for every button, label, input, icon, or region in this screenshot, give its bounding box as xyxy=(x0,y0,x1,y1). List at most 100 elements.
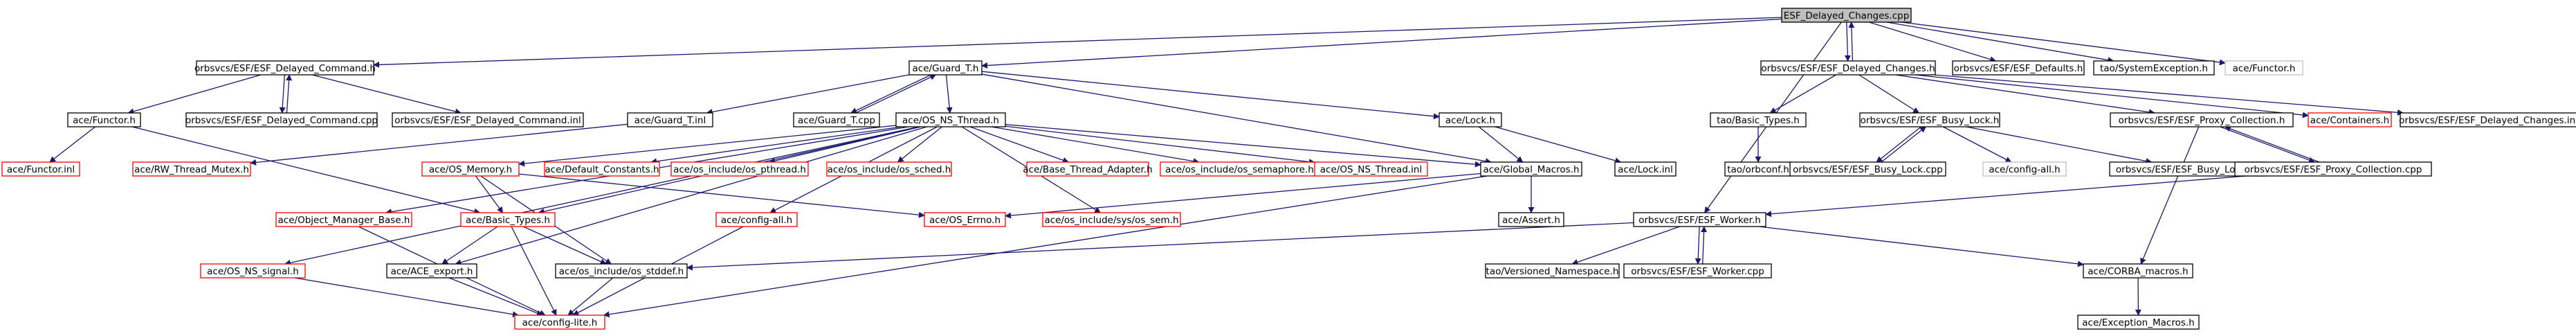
node-label: ace/OS_Memory.h xyxy=(429,164,512,175)
edge-osns_thread-to-os_semaphore xyxy=(991,126,1200,165)
node-containers[interactable]: ace/Containers.h xyxy=(2308,112,2392,127)
node-lock-inl[interactable]: ace/Lock.inl xyxy=(1614,161,1677,177)
edge-functor_h-to-basic_types xyxy=(131,126,481,215)
edge-root-to-edch_h xyxy=(1844,21,1851,62)
edge-guard_h-to-osns_thread xyxy=(945,74,953,114)
edge-worker_cpp-to-worker_h xyxy=(1701,226,1708,265)
node-box xyxy=(67,112,141,127)
node-corba-macros[interactable]: ace/CORBA_macros.h xyxy=(2083,263,2193,278)
edge-ace_export-to-config_lite xyxy=(448,277,543,317)
edge-osns_signal-to-config_lite xyxy=(294,277,519,318)
edge-functor_h-to-functor_inl xyxy=(49,126,96,163)
node-label: orbsvcs/ESF/ESF_Delayed_Command.cpp xyxy=(185,115,378,126)
node-edc-cpp[interactable]: orbsvcs/ESF/ESF_Delayed_Command.cpp xyxy=(185,112,378,127)
node-os-sched[interactable]: ace/os_include/os_sched.h xyxy=(826,161,952,177)
node-config-all[interactable]: ace/config-all.h xyxy=(715,212,798,227)
node-proxycoll-h[interactable]: orbsvcs/ESF/ESF_Proxy_Collection.h xyxy=(2110,112,2294,127)
edge-os_memory-to-os_errno xyxy=(518,173,925,218)
edge-root-to-functor_top xyxy=(1901,21,2226,66)
edge-edch_h-to-busylock_h xyxy=(1858,74,1920,114)
node-box xyxy=(924,212,1006,227)
node-label: ace/os_include/sys/os_sem.h xyxy=(1044,215,1178,226)
node-box xyxy=(1982,161,2067,177)
node-label: ace/Exception_Macros.h xyxy=(2082,317,2194,328)
node-busylock-inl[interactable]: orbsvcs/ESF/ESF_Busy_Lock.inl xyxy=(2109,161,2267,177)
node-os-semaphore[interactable]: ace/os_include/os_semaphore.h xyxy=(1160,161,1319,177)
node-busylock-cpp[interactable]: orbsvcs/ESF/ESF_Busy_Lock.cpp xyxy=(1789,161,1946,177)
edge-proxycoll_h-to-proxycoll_cpp xyxy=(2220,126,2316,163)
node-objmgr-base[interactable]: ace/Object_Manager_Base.h xyxy=(275,212,412,227)
node-root[interactable]: ESF_Delayed_Changes.cpp xyxy=(1781,8,1912,23)
node-label: ace/os_include/os_stddef.h xyxy=(559,266,684,277)
node-box xyxy=(514,315,605,330)
node-label: orbsvcs/ESF/ESF_Delayed_Command.inl xyxy=(394,115,581,126)
node-orbconf[interactable]: tao/orbconf.h xyxy=(1724,161,1792,177)
edge-busylock_h-to-busylock_cpp xyxy=(1876,126,1921,163)
node-rw-mutex[interactable]: ace/RW_Thread_Mutex.h xyxy=(132,161,251,177)
node-tao-vns[interactable]: tao/Versioned_Namespace.h xyxy=(1485,263,1620,278)
node-default-const[interactable]: ace/Default_Constants.h xyxy=(544,161,660,177)
node-functor-inl[interactable]: ace/Functor.inl xyxy=(1,161,80,177)
node-config-lite[interactable]: ace/config-lite.h xyxy=(514,315,605,330)
node-ace-export[interactable]: ace/ACE_export.h xyxy=(386,263,477,278)
node-label: tao/Versioned_Namespace.h xyxy=(1486,266,1619,277)
node-edc-h[interactable]: orbsvcs/ESF/ESF_Delayed_Command.h xyxy=(194,60,376,76)
edge-osns_thread-to-default_const xyxy=(650,126,902,165)
node-os-sem[interactable]: ace/os_include/sys/os_sem.h xyxy=(1042,212,1181,227)
node-base-thread[interactable]: ace/Base_Thread_Adapter.h xyxy=(1023,161,1153,177)
node-exc-macros[interactable]: ace/Exception_Macros.h xyxy=(2077,315,2200,330)
node-edch-h[interactable]: orbsvcs/ESF/ESF_Delayed_Changes.h xyxy=(1760,60,1936,76)
node-box xyxy=(1781,8,1912,23)
node-os-pthread[interactable]: ace/os_include/os_pthread.h xyxy=(670,161,809,177)
node-label: ace/Functor.h xyxy=(2233,63,2296,74)
node-box xyxy=(392,112,584,127)
node-label: ace/OS_Errno.h xyxy=(929,215,1001,226)
edge-guard_cpp-to-guard_h xyxy=(855,74,937,114)
node-box xyxy=(2093,60,2215,76)
node-os-memory[interactable]: ace/OS_Memory.h xyxy=(421,161,520,177)
node-esfdef[interactable]: orbsvcs/ESF/ESF_Defaults.h xyxy=(1952,60,2085,76)
node-guard-h[interactable]: ace/Guard_T.h xyxy=(908,60,983,76)
edge-edch_h-to-tao_basic xyxy=(1769,74,1836,114)
node-box xyxy=(1314,161,1428,177)
edge-root-to-edc_h xyxy=(373,17,1782,68)
node-guard-cpp[interactable]: ace/Guard_T.cpp xyxy=(793,112,880,127)
node-guard-inl[interactable]: ace/Guard_T.inl xyxy=(627,112,713,127)
node-osns-thread[interactable]: ace/OS_NS_Thread.h xyxy=(895,112,1006,127)
edge-busylock_h-to-config_all_gray xyxy=(1943,126,2012,163)
edge-os_memory-to-basic_types xyxy=(475,175,504,213)
node-os-errno[interactable]: ace/OS_Errno.h xyxy=(924,212,1006,227)
node-worker-h[interactable]: orbsvcs/ESF/ESF_Worker.h xyxy=(1633,212,1766,227)
edge-global_macros-to-config_lite xyxy=(603,175,1488,318)
node-box xyxy=(196,60,374,76)
node-busylock-h[interactable]: orbsvcs/ESF/ESF_Busy_Lock.h xyxy=(1859,112,2000,127)
node-tao-sysex[interactable]: tao/SystemException.h xyxy=(2093,60,2215,76)
node-box xyxy=(421,161,520,177)
node-functor-h[interactable]: ace/Functor.h xyxy=(67,112,141,127)
node-lock-h[interactable]: ace/Lock.h xyxy=(1438,112,1502,127)
node-os-stddef[interactable]: ace/os_include/os_stddef.h xyxy=(555,263,688,278)
edge-osns_thread-to-osns_signal xyxy=(284,126,919,266)
node-functor-top[interactable]: ace/Functor.h xyxy=(2225,60,2303,76)
node-label: ace/RW_Thread_Mutex.h xyxy=(134,164,249,175)
node-box xyxy=(1633,212,1766,227)
node-edc-inl[interactable]: orbsvcs/ESF/ESF_Delayed_Command.inl xyxy=(392,112,584,127)
edge-guard_h-to-global_macros xyxy=(981,73,1492,165)
node-box xyxy=(2225,60,2303,76)
node-worker-cpp[interactable]: orbsvcs/ESF/ESF_Worker.cpp xyxy=(1623,263,1772,278)
edge-guard_inl-to-rw_mutex xyxy=(250,123,628,166)
node-osns-signal[interactable]: ace/OS_NS_signal.h xyxy=(200,263,306,278)
node-box xyxy=(200,263,306,278)
node-label: tao/orbconf.h xyxy=(1727,164,1789,175)
node-assert-h[interactable]: ace/Assert.h xyxy=(1498,212,1564,227)
node-box xyxy=(1026,161,1149,177)
node-proxycoll-cpp[interactable]: orbsvcs/ESF/ESF_Proxy_Collection.cpp xyxy=(2234,161,2432,177)
node-basic-types[interactable]: ace/Basic_Types.h xyxy=(460,212,556,227)
edge-root-to-guard_h xyxy=(981,18,1782,69)
node-osns-thread-inl[interactable]: ace/OS_NS_Thread.inl xyxy=(1314,161,1428,177)
node-global-macros[interactable]: ace/Global_Macros.h xyxy=(1480,161,1582,177)
node-config-all-gray[interactable]: ace/config-all.h xyxy=(1982,161,2067,177)
node-tao-basic[interactable]: tao/Basic_Types.h xyxy=(1710,112,1807,127)
node-edch-inl[interactable]: orbsvcs/ESF/ESF_Delayed_Changes.inl xyxy=(2399,112,2576,127)
node-box xyxy=(1498,212,1564,227)
